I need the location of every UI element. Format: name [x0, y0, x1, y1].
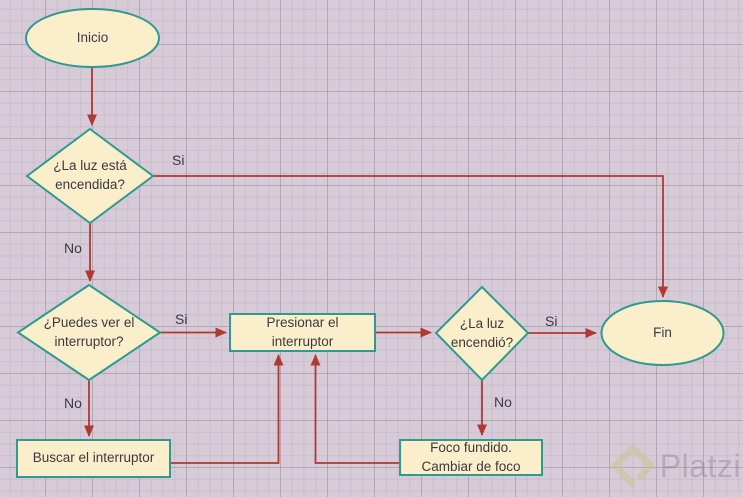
platzi-logo-icon [611, 444, 655, 488]
luz-encendida-decision-shape [25, 127, 155, 225]
foco-process-shape [399, 439, 543, 476]
edge-si-luz-encendida-to-fin [153, 175, 668, 298]
watermark: Platzi [611, 443, 741, 489]
puedes-ver-decision-shape [16, 283, 162, 382]
inicio-node-shape [25, 8, 160, 68]
luz-encendio-decision-shape [434, 285, 530, 382]
presionar-process-shape [229, 313, 376, 352]
edge-foco-back-to-presionar [310, 354, 400, 464]
watermark-brand-text: Platzi [659, 448, 741, 484]
buscar-process-shape [16, 439, 171, 478]
fin-node-shape [600, 300, 725, 366]
edge-buscar-back-to-presionar [170, 354, 284, 464]
